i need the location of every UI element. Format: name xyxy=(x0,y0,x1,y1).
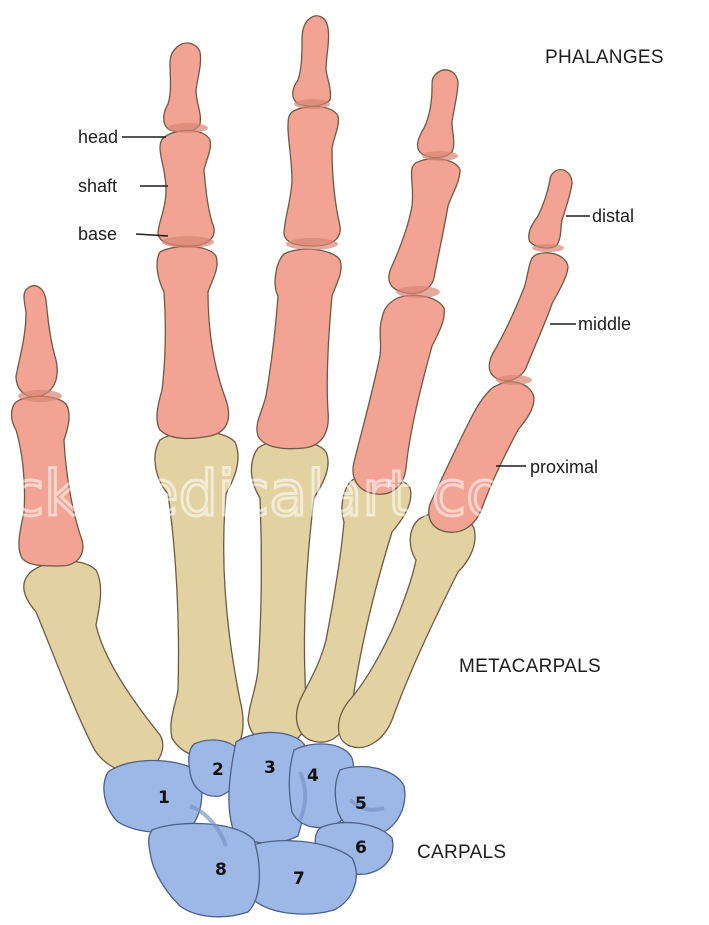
ring-middle-phalanx xyxy=(389,159,460,294)
middle-proximal-phalanx xyxy=(257,249,341,448)
label-base: base xyxy=(78,224,117,244)
label-middle: middle xyxy=(578,314,631,334)
thumb-distal-phalanx xyxy=(16,286,57,397)
carpal-number-7: 7 xyxy=(293,869,305,889)
carpal-number-4: 4 xyxy=(307,766,319,786)
carpal-1 xyxy=(104,761,202,833)
index-proximal-phalanx xyxy=(157,246,229,438)
ring-distal-phalanx xyxy=(418,70,458,158)
label-carpals: CARPALS xyxy=(417,842,506,863)
label-proximal: proximal xyxy=(530,457,598,477)
carpals xyxy=(104,732,405,916)
label-distal: distal xyxy=(592,206,634,226)
little-distal-phalanx xyxy=(529,170,572,248)
carpal-number-3: 3 xyxy=(264,758,276,778)
carpal-number-5: 5 xyxy=(355,794,367,814)
middle-distal-phalanx xyxy=(293,16,331,106)
carpal-number-2: 2 xyxy=(212,760,224,780)
carpal-number-1: 1 xyxy=(158,788,170,808)
label-shaft: shaft xyxy=(78,176,117,196)
middle-middle-phalanx xyxy=(284,106,340,246)
watermark: ckmedicalart.com xyxy=(10,457,564,530)
index-middle-phalanx xyxy=(158,130,214,246)
label-head: head xyxy=(78,127,118,147)
label-phalanges: PHALANGES xyxy=(545,47,664,68)
carpal-number-6: 6 xyxy=(355,838,367,858)
metacarpal-1 xyxy=(24,561,163,772)
carpal-number-8: 8 xyxy=(215,860,227,880)
label-metacarpals: METACARPALS xyxy=(459,656,601,677)
little-middle-phalanx xyxy=(489,253,568,381)
index-distal-phalanx xyxy=(164,43,201,132)
carpal-8 xyxy=(149,823,260,916)
